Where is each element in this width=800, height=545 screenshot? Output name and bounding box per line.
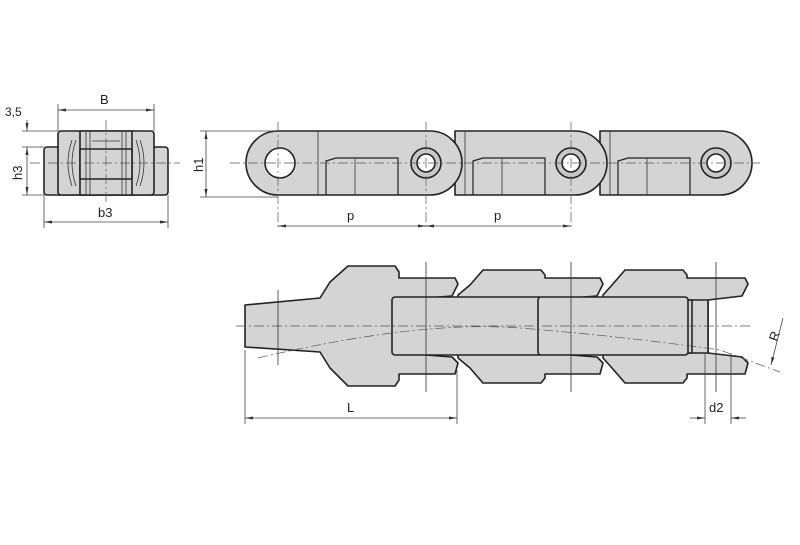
dim-label-h1: h1 bbox=[191, 158, 206, 172]
side-view: h1 p p bbox=[191, 122, 760, 230]
dim-label-p2: p bbox=[494, 208, 501, 223]
top-view: L d2 R bbox=[236, 262, 784, 424]
dim-label-p1: p bbox=[347, 208, 354, 223]
dim-label-h3: h3 bbox=[10, 166, 25, 180]
dim-label-d2: d2 bbox=[709, 400, 723, 415]
dim-label-B: B bbox=[100, 92, 109, 107]
end-view: B b3 3,5 h3 bbox=[5, 92, 180, 228]
dim-label-R: R bbox=[766, 329, 783, 343]
dim-label-L: L bbox=[347, 400, 354, 415]
dim-label-offset: 3,5 bbox=[5, 105, 22, 119]
dim-label-b3: b3 bbox=[98, 205, 112, 220]
